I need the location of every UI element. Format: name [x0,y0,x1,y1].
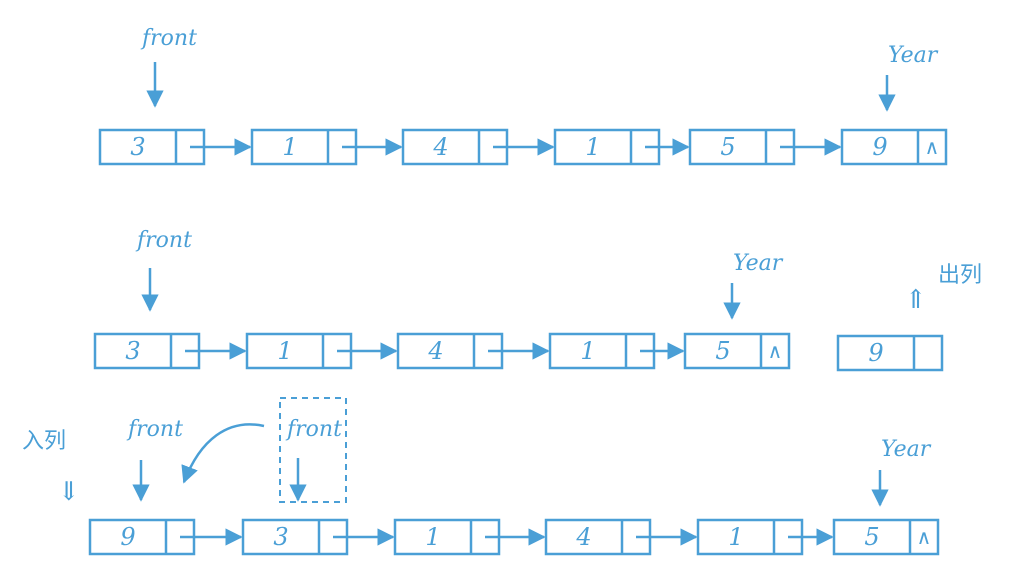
node-r3-4-value: 4 [575,523,591,551]
node-r1-4-value: 1 [585,133,600,161]
node-r3-6-box [832,518,940,556]
node-r3-5-box [696,518,804,556]
detached-node-value: 9 [868,339,883,367]
node-r3-1-box [88,518,196,556]
rear-label-row2: Year [733,251,784,276]
node-r1-3-value: 4 [432,133,448,161]
node-r2-5-value: 5 [715,337,730,365]
node-r1-6-value: 9 [872,133,887,161]
node-r2-3-value: 4 [427,337,443,365]
rear-label-row3: Year [881,437,932,462]
node-r1-6-null-pointer: ∧ [925,135,940,159]
node-r3-5-value: 1 [728,523,743,551]
node-r2-2-box [245,332,353,370]
node-r1-3-box [401,128,509,166]
dequeue-annotation: 出列 [938,263,982,288]
node-r3-6-null-pointer: ∧ [917,525,932,549]
row-initial: front Year 3 1 4 1 5 9 ∧ [98,26,948,166]
node-r1-6-box [840,128,948,166]
node-r2-5-null-pointer: ∧ [768,339,783,363]
row-dequeue: front Year ⇑ 出列 3 1 4 1 5 ∧ 9 [93,228,982,372]
node-r1-4-box [553,128,661,166]
node-r2-1-box [93,332,201,370]
node-r2-4-box [548,332,656,370]
node-r3-3-value: 1 [425,523,440,551]
node-r2-3-box [396,332,504,370]
node-r3-3-box [393,518,501,556]
node-r1-1-value: 3 [130,133,145,161]
rear-label-row1: Year [888,43,939,68]
node-r2-5-box [683,332,791,370]
node-r2-4-value: 1 [580,337,595,365]
detached-node-box [836,334,944,372]
front-label-row3: front [126,417,183,442]
node-r1-2-box [250,128,358,166]
node-r1-2-value: 1 [282,133,297,161]
old-front-dashed-box [279,397,347,503]
enqueue-arrow-icon: ⇓ [58,477,80,507]
front-move-curved-arrow [181,423,265,484]
front-label-row2: front [135,228,192,253]
dequeue-arrow-icon: ⇑ [905,285,927,315]
node-list-row3: 9 3 1 4 1 5 ∧ [88,518,940,556]
node-list-row1: 3 1 4 1 5 9 ∧ [98,128,948,166]
node-r2-2-value: 1 [277,337,292,365]
node-r2-1-value: 3 [125,337,140,365]
node-r3-6-value: 5 [864,523,879,551]
enqueue-annotation: 入列 [22,429,66,454]
node-r3-1-value: 9 [120,523,135,551]
node-r1-1-box [98,128,206,166]
front-label-row1: front [140,26,197,51]
node-r3-2-box [241,518,349,556]
node-r3-2-value: 3 [273,523,288,551]
old-front-label: front [285,417,342,442]
detached-node: 9 [836,334,944,372]
node-r1-5-box [688,128,796,166]
node-r1-5-value: 5 [720,133,735,161]
node-list-row2: 3 1 4 1 5 ∧ [93,332,791,370]
row-enqueue: 入列 ⇓ front front Year 9 3 1 4 1 5 ∧ [22,397,940,556]
node-r3-4-box [544,518,652,556]
